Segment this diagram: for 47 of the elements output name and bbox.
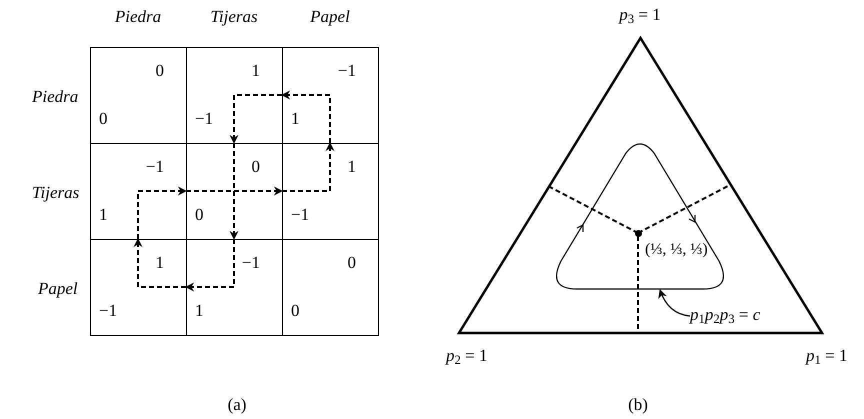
dashed-arrow <box>186 186 283 196</box>
payoff-cell <box>282 47 379 144</box>
vertex-label: p$_{2}$ = 1 <box>446 345 488 368</box>
payoff-value: 0 <box>156 60 164 82</box>
orbit-curve <box>553 143 727 289</box>
vertex-label: p$_{3}$ = 1 <box>619 4 661 28</box>
row-header: Papel <box>38 278 78 300</box>
payoff-value: 0 <box>348 252 356 274</box>
payoff-value: 1 <box>195 300 204 322</box>
payoff-cell <box>90 47 187 144</box>
row-header: Piedra <box>32 86 78 108</box>
payoff-value: 1 <box>99 204 108 226</box>
column-header: Tijeras <box>210 6 258 28</box>
simplex-triangle <box>459 38 822 333</box>
payoff-value: 1 <box>291 108 300 130</box>
payoff-value: 0 <box>291 300 300 322</box>
payoff-value: 1 <box>348 156 356 178</box>
payoff-value: −1 <box>242 252 260 274</box>
payoff-value: −1 <box>99 300 118 322</box>
payoff-value: −1 <box>146 156 164 178</box>
vertex-label: p$_{1}$ = 1 <box>806 345 848 368</box>
payoff-value: −1 <box>291 204 310 226</box>
payoff-value: −1 <box>195 108 214 130</box>
point-label: (⅓, ⅓, ⅓) <box>645 240 708 260</box>
payoff-value: 1 <box>156 252 164 274</box>
row-header: Tijeras <box>32 182 80 204</box>
payoff-value: 1 <box>252 60 260 82</box>
panel-label: (b) <box>628 394 648 416</box>
dashed-arrow <box>134 238 186 288</box>
payoff-cell <box>282 239 379 336</box>
dashed-arrow <box>230 143 238 240</box>
curve-label: p$_{1}$p$_{2}$p$_{3}$ = c <box>690 302 808 330</box>
dashed-arrow <box>282 142 334 192</box>
payoff-value: 0 <box>99 108 108 130</box>
payoff-value: 0 <box>252 156 260 178</box>
column-header: Papel <box>310 6 350 28</box>
payoff-value: 0 <box>195 204 204 226</box>
payoff-value: −1 <box>338 60 356 82</box>
equilibrium-point <box>635 230 642 237</box>
dashed-arrow <box>137 186 187 239</box>
column-header: Piedra <box>114 6 162 28</box>
leader-line <box>658 289 690 317</box>
panel-label: (a) <box>228 394 246 416</box>
payoff-cell <box>90 239 187 336</box>
dashed-arrow <box>185 239 235 292</box>
dashed-arrow <box>230 94 282 144</box>
dashed-arrow <box>281 90 331 143</box>
